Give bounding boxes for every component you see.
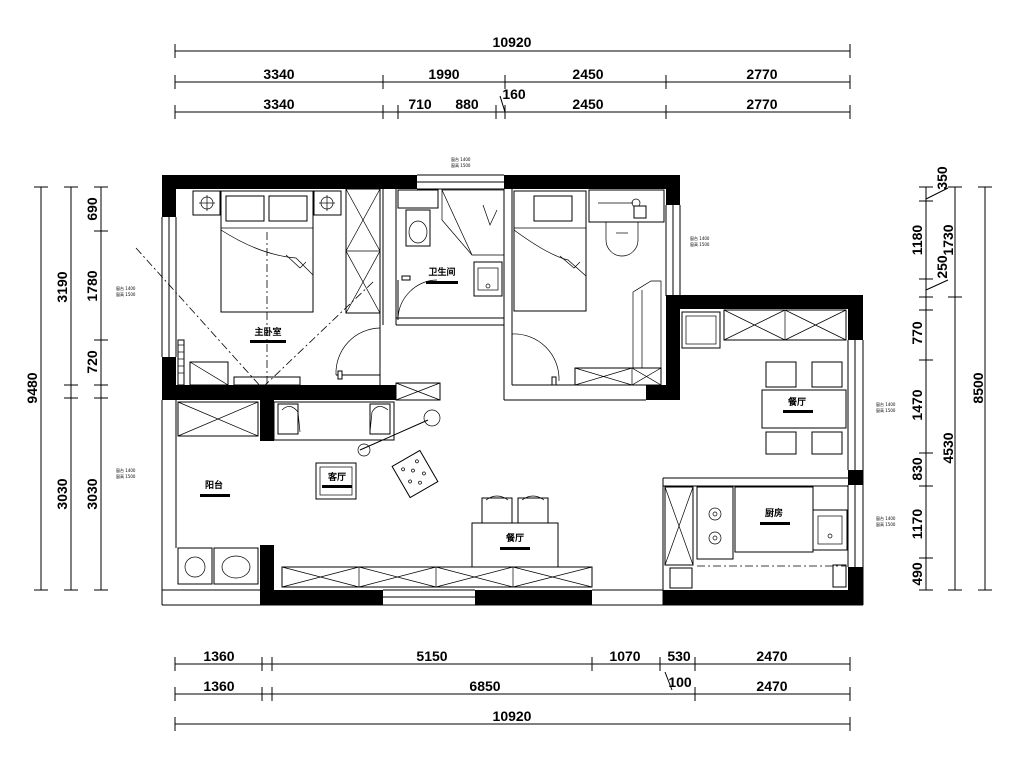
second-bedroom: 窗台 1400 窗高 1500 (511, 189, 710, 386)
dim-left-in-4: 3030 (84, 478, 100, 509)
dim-bot-r2-2: 6850 (469, 678, 500, 694)
label-living-room: 客厅 (327, 471, 346, 483)
note-window-i: 窗台 1400 (116, 467, 136, 473)
master-bedroom: 主卧室 (135, 188, 381, 389)
dim-right-in-3: 250 (934, 255, 950, 279)
label-dining-room: 餐厅 (787, 396, 806, 408)
coffee-table (315, 462, 357, 500)
dim-top-r2-2: 710 (408, 96, 432, 112)
dim-right-mid-2: 4530 (940, 432, 956, 463)
dim-bot-r1-3: 1070 (609, 648, 640, 664)
dining-table (761, 389, 847, 429)
balcony: 阳台 窗台 1400 窗高 1500 窗台 1400 窗高 1500 (116, 285, 259, 585)
bottom-dimensions: 1360 5150 1070 530 2470 1360 6850 2470 1… (174, 648, 851, 731)
label-bathroom: 卫生间 (428, 266, 455, 278)
dim-right-in-1: 350 (934, 166, 950, 190)
dim-right-in-6: 830 (909, 457, 925, 481)
note-window-d: 窗高 1500 (690, 241, 710, 247)
dim-left-mid-2: 3030 (54, 478, 70, 509)
dim-top-r2-5: 2770 (746, 96, 777, 112)
dim-top-r2-3: 880 (455, 96, 479, 112)
kitchen-counter (734, 486, 814, 553)
dim-bot-r1-1: 1360 (203, 648, 234, 664)
left-dimensions: 9480 3190 3030 690 1780 720 3030 (24, 186, 108, 591)
dim-right-in-2: 1180 (909, 225, 925, 256)
dim-left-in-1: 690 (84, 197, 100, 221)
dim-top-r1-1: 3340 (263, 66, 294, 82)
note-window-k: 窗台 1400 (116, 285, 136, 291)
dim-bot-r1-2: 5150 (416, 648, 447, 664)
kitchen: 厨房 窗台 1400 窗高 1500 (664, 486, 896, 589)
dim-right-in-8: 490 (909, 562, 925, 586)
dim-bot-total: 10920 (493, 708, 532, 724)
dim-top-r2-1: 3340 (263, 96, 294, 112)
toilet (405, 209, 431, 247)
dim-bot-small: 100 (668, 674, 692, 690)
top-dimensions: 10920 3340 1990 2450 2770 3340 710 880 2… (174, 34, 851, 119)
note-window-e: 窗台 1400 (876, 401, 896, 407)
dim-top-total: 10920 (493, 34, 532, 50)
label-master-bedroom: 主卧室 (254, 326, 281, 338)
dim-top-r2-4: 2450 (572, 96, 603, 112)
dim-right-in-5: 1470 (909, 389, 925, 420)
nightstand-right (313, 190, 342, 216)
dim-left-in-2: 1780 (84, 270, 100, 301)
dim-bot-r1-5: 2470 (756, 648, 787, 664)
balcony-sink (213, 547, 259, 585)
label-kitchen: 厨房 (765, 507, 783, 519)
dim-left-in-3: 720 (84, 350, 100, 374)
washing-machine (177, 547, 213, 585)
dim-right-in-7: 1170 (909, 509, 925, 540)
dim-bot-r2-1: 1360 (203, 678, 234, 694)
kitchen-sink (812, 509, 848, 551)
dim-top-r1-4: 2770 (746, 66, 777, 82)
dim-bot-r1-4: 530 (667, 648, 691, 664)
note-window-a: 窗台 1400 (451, 156, 471, 162)
note-window-l: 窗高 1500 (116, 291, 136, 297)
note-window-g: 窗台 1400 (876, 515, 896, 521)
dim-top-r1-3: 2450 (572, 66, 603, 82)
note-window-f: 窗高 1500 (876, 407, 896, 413)
floor-rug (391, 449, 439, 499)
wardrobe-2 (632, 280, 662, 369)
right-dimensions: 8500 1730 4530 350 1180 250 770 1470 830… (909, 166, 992, 591)
dim-right-in-4: 770 (909, 321, 925, 345)
dim-left-mid-1: 3190 (54, 271, 70, 302)
tv-cabinet (281, 566, 593, 588)
dim-right-outer: 8500 (970, 372, 986, 403)
vanity (588, 189, 665, 223)
dim-right-mid-1: 1730 (940, 224, 956, 255)
restaurant-table (471, 522, 559, 568)
stove (696, 486, 734, 560)
dim-left-outer: 9480 (24, 372, 40, 403)
dining-area: 餐厅 窗台 1400 窗高 1500 (681, 309, 896, 455)
dim-top-small: 160 (502, 86, 526, 102)
note-window-j: 窗高 1500 (116, 473, 136, 479)
note-window-h: 窗高 1500 (876, 521, 896, 527)
bathroom: 卫生间 窗台 1400 窗高 1500 (397, 156, 505, 321)
note-window-b: 窗高 1500 (451, 162, 471, 168)
label-restaurant: 餐厅 (505, 532, 524, 544)
dim-top-r1-2: 1990 (428, 66, 459, 82)
label-balcony: 阳台 (205, 479, 223, 491)
note-window-c: 窗台 1400 (690, 235, 710, 241)
living-room: 客厅 餐厅 (273, 382, 593, 588)
dim-bot-r2-3: 2470 (756, 678, 787, 694)
